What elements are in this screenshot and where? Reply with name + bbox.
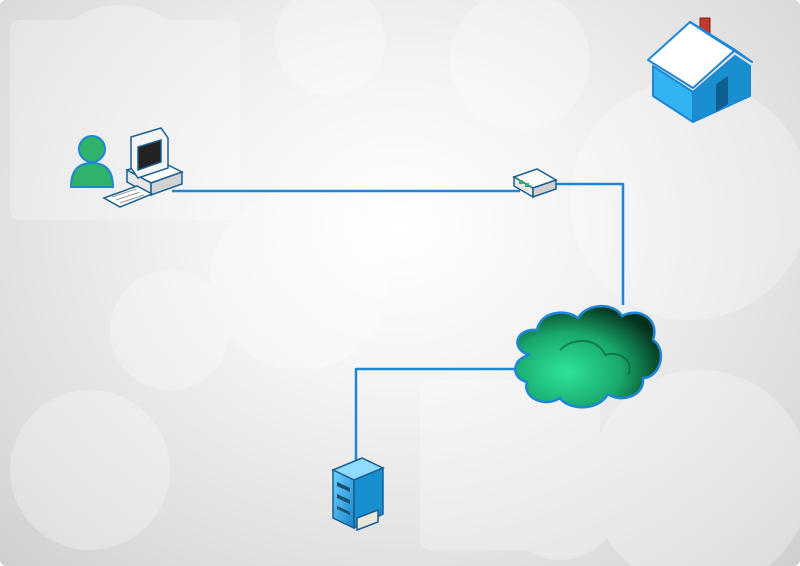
user-icon — [69, 135, 115, 188]
cloud-icon[interactable] — [514, 304, 663, 409]
link-switch-cloud — [552, 182, 625, 305]
network-switch-icon[interactable] — [512, 168, 558, 199]
background-shapes — [10, 0, 800, 566]
user-workstation-icon[interactable] — [69, 127, 184, 208]
house-icon[interactable] — [647, 17, 753, 123]
connections — [172, 182, 625, 465]
link-cloud-server — [354, 367, 520, 465]
server-tower-icon[interactable] — [331, 457, 385, 532]
computer-icon — [102, 127, 184, 208]
